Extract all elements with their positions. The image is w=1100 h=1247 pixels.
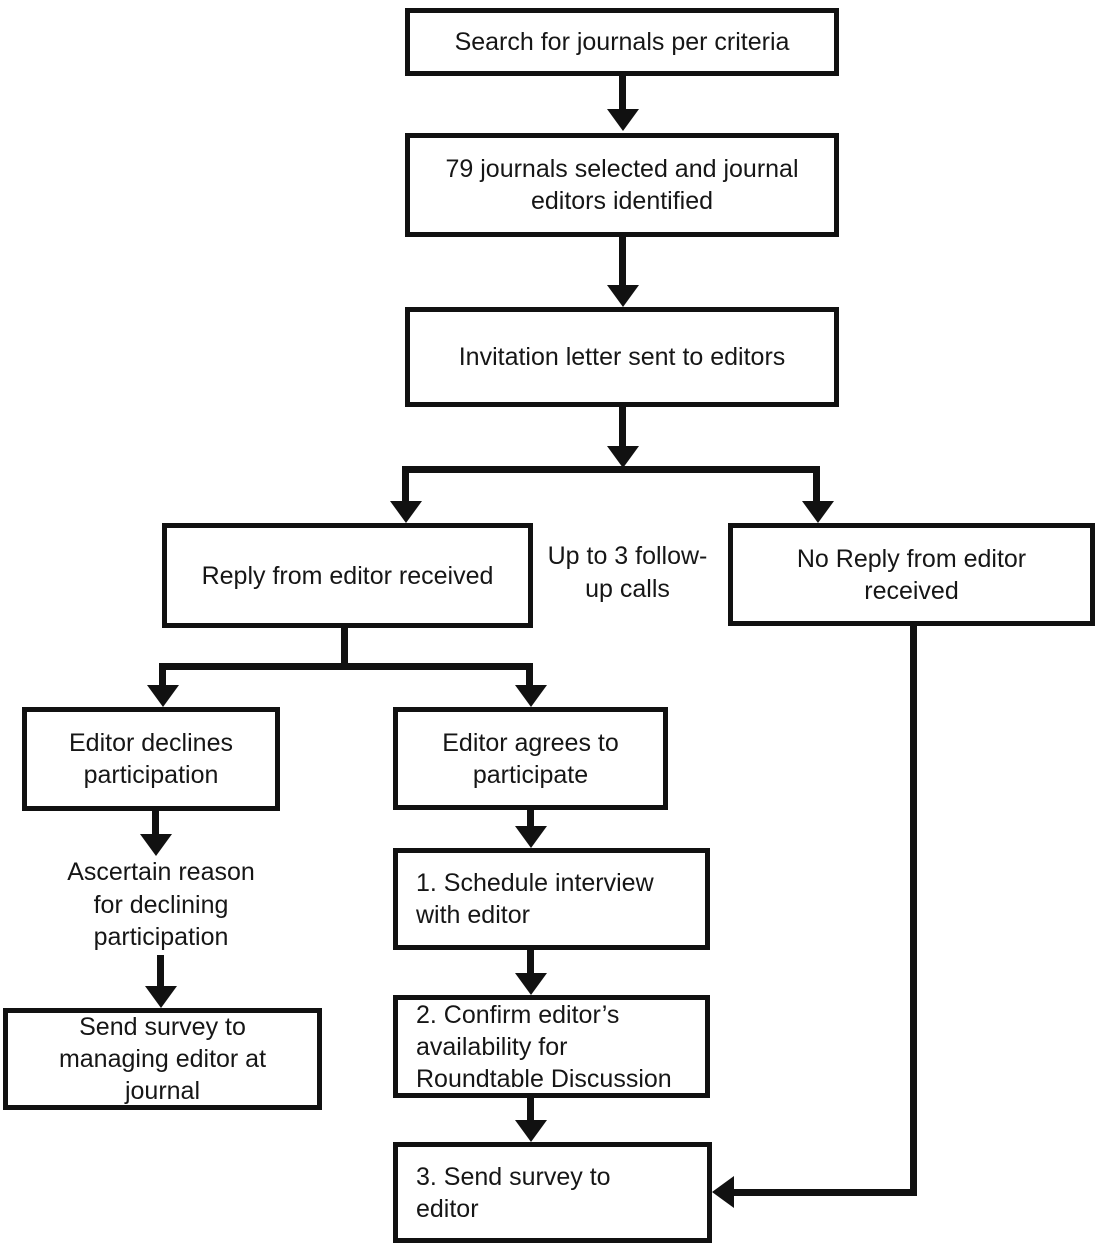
- node-invitation-box: Invitation letter sent to editors: [405, 307, 839, 407]
- connector-schedule-confirm-line: [527, 950, 534, 976]
- node-declines-label: Editor declines participation: [69, 729, 233, 789]
- node-reply-label: Reply from editor received: [201, 561, 494, 590]
- node-send-managing-box: Send survey to managing editor at journa…: [3, 1008, 322, 1110]
- arrowhead-search-selected: [607, 109, 639, 131]
- node-send-editor-label: 3. Send survey to editor: [416, 1162, 611, 1223]
- connector-split1-horizontal: [402, 466, 820, 473]
- connector-noreply-vertical-line: [910, 626, 917, 1195]
- node-schedule-label: 1. Schedule interview with editor: [416, 869, 654, 929]
- arrowhead-agrees-schedule: [515, 826, 547, 848]
- node-search-box: Search for journals per criteria: [405, 8, 839, 76]
- connector-noreply-horizontal-line: [730, 1189, 917, 1196]
- arrowhead-schedule-confirm: [515, 973, 547, 995]
- node-no-reply-label: No Reply from editor received: [796, 544, 1027, 605]
- connector-split1-right-line: [813, 466, 820, 504]
- connector-split2-horizontal: [159, 663, 533, 670]
- node-selected-box: 79 journals selected and journal editors…: [405, 133, 839, 237]
- node-send-managing-label: Send survey to managing editor at journa…: [58, 1013, 267, 1105]
- connector-confirm-sendeditor-line: [527, 1098, 534, 1124]
- arrowhead-ascertain-sendmanaging: [145, 986, 177, 1008]
- arrowhead-declines-ascertain: [140, 834, 172, 856]
- arrowhead-split1-reply: [390, 501, 422, 523]
- connector-split2-right-line: [526, 663, 533, 689]
- arrowhead-invitation-split: [607, 446, 639, 468]
- connector-agrees-schedule-line: [527, 810, 534, 830]
- node-confirm-label: 2. Confirm editor’s availability for Rou…: [416, 1000, 672, 1093]
- connector-invitation-split-line: [619, 407, 626, 449]
- arrowhead-confirm-sendeditor: [515, 1120, 547, 1142]
- node-no-reply-box: No Reply from editor received: [728, 523, 1095, 626]
- arrowhead-split1-no-reply: [802, 501, 834, 523]
- connector-split1-left-line: [402, 466, 409, 504]
- node-invitation-label: Invitation letter sent to editors: [458, 343, 786, 371]
- followup-calls-annotation: Up to 3 follow-up calls: [547, 542, 708, 603]
- connector-reply-split-line: [341, 628, 348, 668]
- connector-ascertain-sendmanaging-line: [157, 955, 164, 989]
- node-schedule-box: 1. Schedule interview with editor: [393, 848, 710, 950]
- connector-selected-invitation-line: [619, 237, 626, 289]
- node-agrees-label: Editor agrees to participate: [442, 728, 619, 789]
- node-declines-box: Editor declines participation: [22, 707, 280, 811]
- node-search-label: Search for journals per criteria: [454, 28, 790, 56]
- arrowhead-split2-agrees: [515, 685, 547, 707]
- connector-declines-ascertain-line: [152, 811, 159, 837]
- arrowhead-selected-invitation: [607, 285, 639, 307]
- node-reply-box: Reply from editor received: [162, 523, 533, 628]
- node-send-editor-box: 3. Send survey to editor: [393, 1142, 712, 1243]
- connector-split2-left-line: [159, 663, 166, 689]
- arrowhead-noreply-sendeditor: [712, 1176, 734, 1208]
- node-confirm-box: 2. Confirm editor’s availability for Rou…: [393, 995, 710, 1098]
- node-agrees-box: Editor agrees to participate: [393, 707, 668, 810]
- connector-search-selected-line: [619, 76, 626, 114]
- arrowhead-split2-declines: [147, 685, 179, 707]
- node-ascertain-text: Ascertain reason for declining participa…: [67, 858, 255, 951]
- node-selected-label: 79 journals selected and journal editors…: [445, 155, 799, 215]
